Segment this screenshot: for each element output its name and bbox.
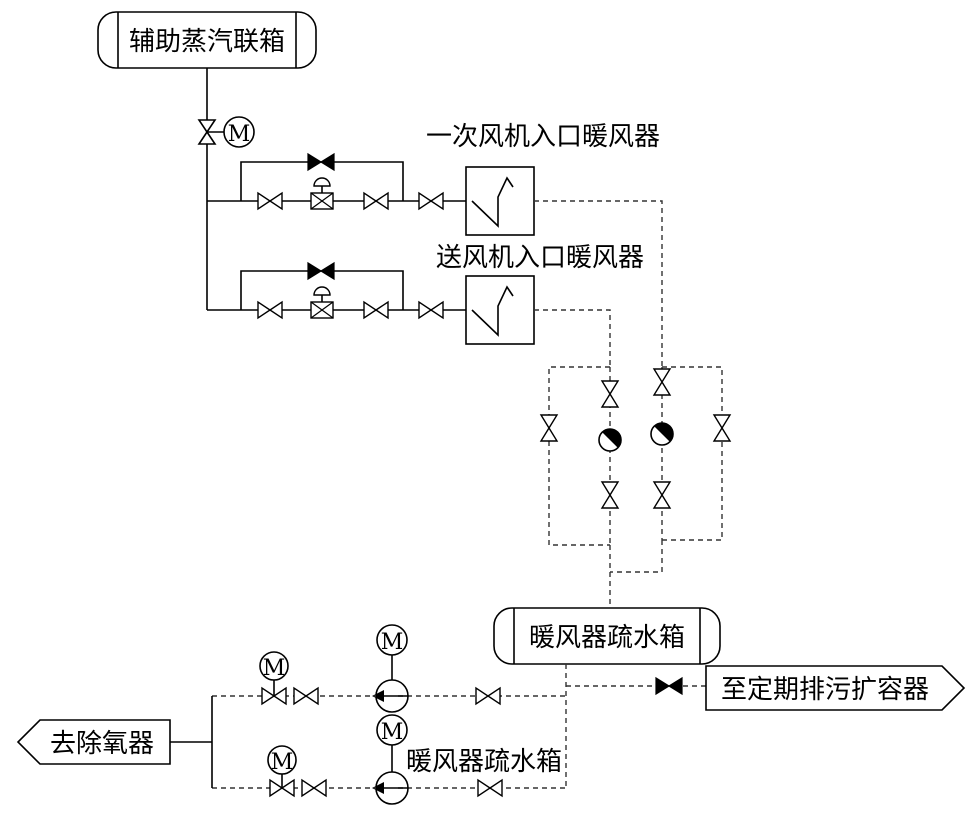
gate-valve-icon[interactable] <box>418 300 444 320</box>
drain-pump-label: 暖风器疏水箱 <box>406 747 562 777</box>
drain-tank-label: 暖风器疏水箱 <box>529 623 685 653</box>
pump-1[interactable]: M <box>372 624 409 713</box>
steam-trap-icon[interactable] <box>650 422 674 446</box>
pump-2[interactable]: M <box>372 714 409 805</box>
aux-steam-header-label: 辅助蒸汽联箱 <box>129 27 285 57</box>
control-valve-icon[interactable] <box>310 286 334 319</box>
gate-valve-icon[interactable] <box>600 380 620 408</box>
drain-tank: 暖风器疏水箱 <box>493 607 721 665</box>
gate-valve-icon[interactable] <box>257 191 283 211</box>
motor-icon: M <box>271 750 294 775</box>
gate-valve-icon[interactable] <box>418 191 444 211</box>
primary-fan-heater <box>465 166 535 236</box>
motor-icon: M <box>263 656 286 681</box>
gate-valve-icon[interactable] <box>652 481 672 509</box>
bypass-valve-icon[interactable] <box>307 261 335 281</box>
drain-valves <box>539 368 732 509</box>
gate-valve-icon[interactable] <box>477 778 503 798</box>
forced-fan-heater-label: 送风机入口暖风器 <box>436 243 644 273</box>
steam-trap-icon[interactable] <box>598 428 622 452</box>
motor-icon: M <box>381 720 404 745</box>
gate-valve-icon[interactable] <box>363 300 389 320</box>
branch-primary-fan: 一次风机入口暖风器 <box>207 122 660 236</box>
to-deaerator-label: 去除氧器 <box>50 729 154 759</box>
gate-valve-icon[interactable] <box>257 300 283 320</box>
gate-valve-icon[interactable] <box>712 414 732 442</box>
to-deaerator-marker: 去除氧器 <box>16 719 171 765</box>
motor-icon: M <box>381 630 404 655</box>
to-flash-tank-label: 至定期排污扩容器 <box>721 675 929 705</box>
gate-valve-icon[interactable] <box>652 368 672 396</box>
flash-tank-valve-icon[interactable] <box>655 676 683 696</box>
bypass-valve-icon[interactable] <box>307 152 335 172</box>
main-motor-valve[interactable]: M <box>197 116 255 148</box>
branch-forced-fan: 送风机入口暖风器 <box>207 243 644 345</box>
forced-fan-heater <box>465 275 535 345</box>
control-valve-icon[interactable] <box>310 177 334 210</box>
gate-valve-icon[interactable] <box>539 414 559 442</box>
gate-valve-icon[interactable] <box>475 686 501 706</box>
to-flash-tank-marker: 至定期排污扩容器 <box>705 665 966 711</box>
gate-valve-icon[interactable] <box>363 191 389 211</box>
primary-fan-heater-label: 一次风机入口暖风器 <box>426 122 660 152</box>
pump1-motor-valve[interactable]: M <box>259 651 319 706</box>
gate-valve-icon[interactable] <box>600 481 620 509</box>
motor-icon: M <box>228 122 251 147</box>
aux-steam-header: 辅助蒸汽联箱 <box>97 11 317 69</box>
pump2-motor-valve[interactable]: M <box>267 745 327 798</box>
